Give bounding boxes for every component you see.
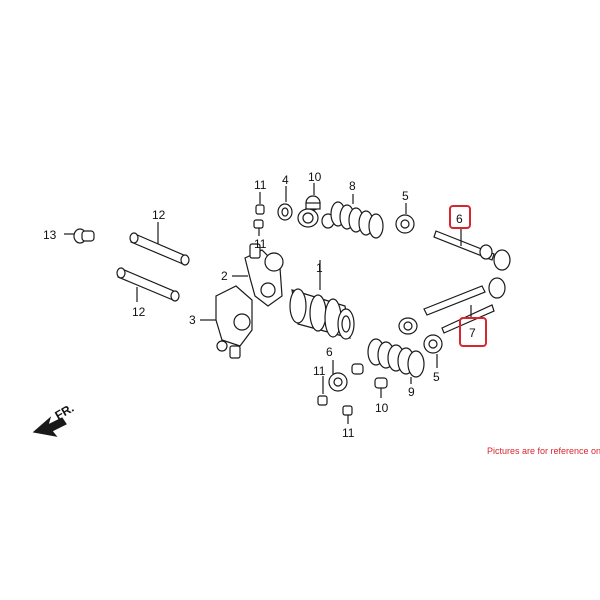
callout-3: 3 — [189, 313, 196, 327]
callout-9: 9 — [408, 385, 415, 399]
callout-6: 6 — [456, 212, 463, 226]
part-5-seat-upper — [395, 203, 415, 234]
part-13-bolt — [64, 228, 95, 244]
callout-11-lower-left: 11 — [313, 364, 326, 378]
callout-13: 13 — [43, 228, 57, 242]
part-12-rocker-shaft-lower — [116, 267, 180, 302]
callout-5-lower: 5 — [433, 370, 440, 384]
part-11-cotter-mid — [253, 219, 264, 236]
callout-10-lower: 10 — [375, 401, 389, 415]
part-11-nut-lower — [342, 405, 353, 424]
callout-4: 4 — [282, 173, 289, 187]
part-12-rocker-shaft-upper — [129, 222, 190, 266]
callout-11-mid: 11 — [254, 237, 267, 251]
callout-6-lower: 6 — [326, 345, 333, 359]
highlight-box-7 — [459, 317, 487, 347]
callout-11-lower: 11 — [342, 426, 355, 440]
part-11-nut-upper — [255, 192, 265, 215]
part-1-camshaft — [289, 260, 355, 340]
part-9-spring-pair — [367, 338, 425, 384]
part-7-exhaust-valve — [423, 277, 506, 334]
part-4-seal-lower — [398, 317, 418, 335]
part-10-retainer-lower — [351, 363, 388, 398]
front-arrow-icon — [32, 416, 67, 437]
callout-12-upper: 12 — [152, 208, 166, 222]
callout-7: 7 — [469, 326, 476, 340]
part-10-retainer-upper — [305, 183, 321, 211]
part-4-washer-lower — [328, 360, 348, 392]
part-11-nut-lower-left — [317, 376, 328, 406]
callout-12-lower: 12 — [132, 305, 146, 319]
part-2-rocker-arm — [232, 243, 284, 307]
part-6-intake-valve — [433, 228, 511, 271]
highlight-box-6 — [449, 205, 471, 229]
callout-5-upper: 5 — [402, 189, 409, 203]
part-5-seat-lower — [423, 334, 443, 368]
callout-1: 1 — [316, 261, 323, 275]
part-8-spring-pair — [297, 194, 384, 239]
part-3-rocker-arm — [200, 285, 253, 359]
part-4-seal — [277, 186, 293, 221]
callout-2: 2 — [221, 269, 228, 283]
callout-10-upper: 10 — [308, 170, 322, 184]
front-label: FR. — [53, 401, 77, 423]
callout-11-upper: 11 — [254, 178, 267, 192]
reference-note: Pictures are for reference only — [487, 446, 600, 456]
callout-8: 8 — [349, 179, 356, 193]
